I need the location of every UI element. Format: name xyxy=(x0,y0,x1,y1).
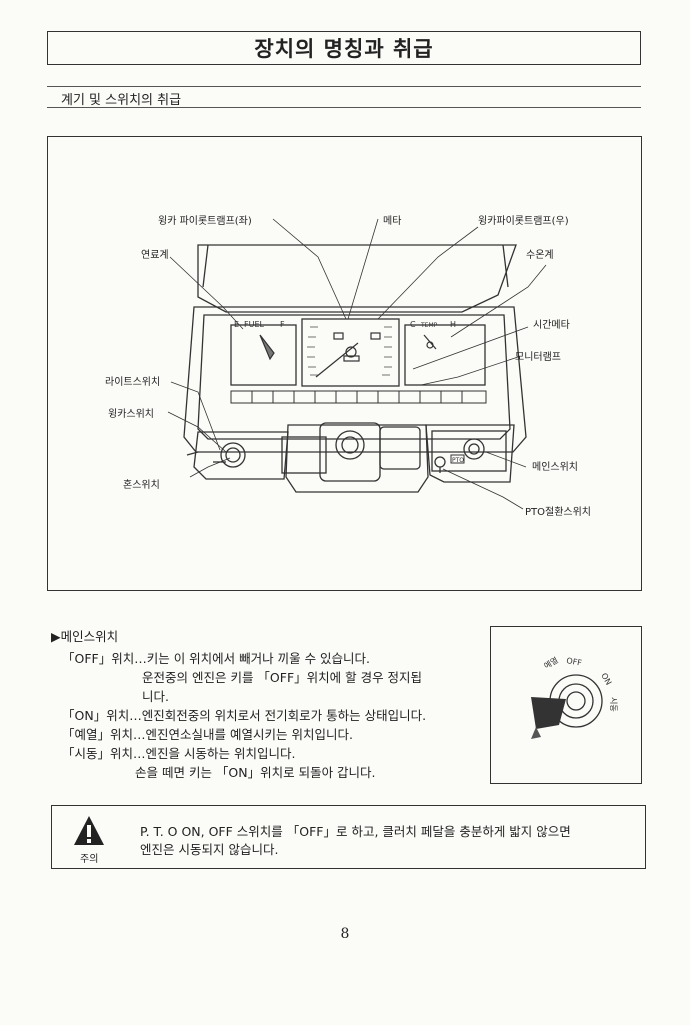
warning-triangle-icon xyxy=(74,816,104,845)
dashboard-illustration: E FUEL F C TEMP H xyxy=(167,218,547,510)
switch-preheat-text: 예열 xyxy=(542,655,560,671)
key-switch-drawing: 예열 OFF ON 시동 xyxy=(531,655,618,739)
warning-box: 주의 P. T. O ON, OFF 스위치를 「OFF」로 하고, 클러치 페… xyxy=(51,805,646,869)
temp-word-text: TEMP xyxy=(420,322,438,329)
label-water-temp-gauge: 수온계 xyxy=(526,250,554,261)
instruction-line: 「OFF」위치…키는 이 위치에서 빼거나 끼울 수 있습니다. xyxy=(62,651,371,666)
dashboard-diagram: E FUEL F C TEMP H xyxy=(47,136,642,591)
label-horn-switch: 혼스위치 xyxy=(123,480,160,491)
instruction-line: 「시동」위치…엔진을 시동하는 위치입니다. xyxy=(62,746,296,761)
warning-line-1: P. T. O ON, OFF 스위치를 「OFF」로 하고, 클러치 페달을 … xyxy=(140,824,571,839)
instruction-line: 니다. xyxy=(142,689,169,704)
temp-c-text: C xyxy=(410,320,416,329)
label-winker-switch: 윙카스위치 xyxy=(108,409,154,420)
section-heading: 계기 및 스위치의 취급 xyxy=(47,86,641,108)
fuel-e-text: E xyxy=(234,320,239,329)
instruction-line: 「예열」위치…엔진연소실내를 예열시키는 위치입니다. xyxy=(62,727,353,742)
page-title-box: 장치의 명칭과 취급 xyxy=(47,31,641,65)
temp-h-text: H xyxy=(450,320,456,329)
switch-on-text: ON xyxy=(599,672,613,687)
instructions-heading: ▶메인스위치 xyxy=(51,629,119,644)
switch-start-text: 시동 xyxy=(609,697,618,712)
label-hour-meter: 시간메타 xyxy=(533,320,570,331)
instruction-line: 「ON」위치…엔진회전중의 위치로서 전기회로가 통하는 상태입니다. xyxy=(62,708,427,723)
label-winker-pilot-left: 윙카 파이롯트램프(좌) xyxy=(158,216,252,227)
section-heading-text: 계기 및 스위치의 취급 xyxy=(61,93,182,108)
label-meter: 메타 xyxy=(383,216,402,227)
page-title: 장치의 명칭과 취급 xyxy=(254,37,434,61)
label-winker-pilot-right: 윙카파이롯트램프(우) xyxy=(478,216,569,227)
instruction-line: 운전중의 엔진은 키를 「OFF」위치에 할 경우 정지됩 xyxy=(142,670,423,685)
fuel-word-text: FUEL xyxy=(244,320,265,329)
page-number: 8 xyxy=(340,926,350,942)
label-pto-switch: PTO절환스위치 xyxy=(525,507,592,518)
fuel-f-text: F xyxy=(280,320,285,329)
instruction-line: 손을 떼면 키는 「ON」위치로 되돌아 갑니다. xyxy=(135,765,376,780)
warning-label: 주의 xyxy=(80,854,99,865)
label-fuel-gauge: 연료계 xyxy=(141,250,169,261)
warning-line-2: 엔진은 시동되지 않습니다. xyxy=(140,842,279,857)
label-monitor-lamp: 모니터램프 xyxy=(515,352,561,363)
label-light-switch: 라이트스위치 xyxy=(105,377,161,388)
label-main-switch: 메인스위치 xyxy=(532,462,578,473)
key-switch-illustration: 예열 OFF ON 시동 xyxy=(490,626,642,784)
pto-tag-text: PTO xyxy=(452,457,464,464)
switch-off-text: OFF xyxy=(566,656,583,668)
